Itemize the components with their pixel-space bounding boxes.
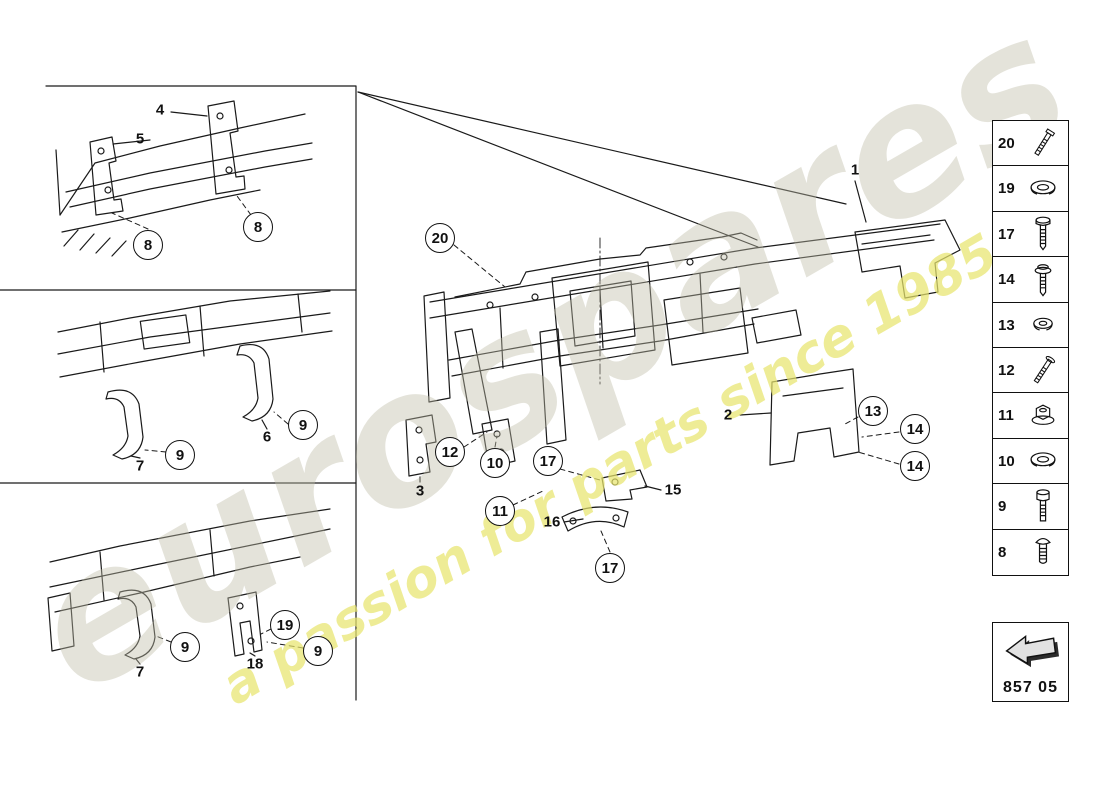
callout-3: 3 [415, 482, 425, 500]
callout-13: 13 [858, 396, 888, 426]
callout-8: 8 [243, 212, 273, 242]
fastener-number: 14 [998, 271, 1015, 289]
callout-9: 9 [288, 410, 318, 440]
part-code-box: 857 05 [992, 622, 1069, 702]
fastener-row-9: 9 [992, 483, 1069, 531]
callout-14: 14 [900, 414, 930, 444]
panel-dividers [0, 85, 357, 701]
callout-18: 18 [246, 655, 264, 673]
fastener-row-19: 19 [992, 165, 1069, 213]
callout-17: 17 [595, 553, 625, 583]
fastener-number: 13 [998, 316, 1015, 334]
fastener-number: 9 [998, 498, 1007, 516]
callout-8: 8 [133, 230, 163, 260]
fastener-row-14: 14 [992, 256, 1069, 304]
callout-15: 15 [664, 481, 682, 499]
callout-11: 11 [485, 496, 515, 526]
screw-pan-icon [1020, 214, 1065, 254]
fastener-number: 12 [998, 362, 1015, 380]
inset-middle [57, 290, 333, 460]
callout-4: 4 [155, 101, 165, 119]
nut-flange-icon [1020, 401, 1065, 431]
fastener-number: 17 [998, 225, 1015, 243]
back-arrow-icon [1003, 629, 1059, 676]
fastener-row-17: 17 [992, 210, 1069, 258]
callout-9: 9 [165, 440, 195, 470]
fastener-number: 8 [998, 543, 1007, 561]
fastener-legend: 20 19 17 14 13 12 11 10 9 8 [992, 120, 1069, 576]
screw-dome-icon [1020, 533, 1065, 571]
callout-7: 7 [135, 663, 145, 681]
callout-16: 16 [543, 513, 561, 531]
fastener-row-13: 13 [992, 301, 1069, 349]
callout-9: 9 [170, 632, 200, 662]
fastener-number: 19 [998, 180, 1015, 198]
screw-flange-icon [1020, 260, 1065, 300]
callout-7: 7 [135, 457, 145, 475]
fastener-number: 20 [998, 135, 1015, 152]
inset-top [55, 100, 313, 257]
callout-9: 9 [303, 636, 333, 666]
callout-12: 12 [435, 437, 465, 467]
callout-6: 6 [262, 428, 272, 446]
fastener-row-10: 10 [992, 437, 1069, 485]
fastener-row-12: 12 [992, 347, 1069, 395]
fastener-row-8: 8 [992, 528, 1069, 576]
callout-20: 20 [425, 223, 455, 253]
main-drawing [405, 180, 961, 553]
callout-1: 1 [850, 161, 860, 179]
callout-2: 2 [723, 406, 733, 424]
washer-small-icon [1020, 312, 1065, 338]
part-code: 857 05 [1003, 679, 1058, 696]
screw-socket-icon [1020, 487, 1065, 527]
fastener-number: 11 [998, 407, 1014, 425]
callout-10: 10 [480, 448, 510, 478]
inset-bottom [47, 508, 331, 665]
fastener-row-11: 11 [992, 392, 1069, 440]
bolt-hex-long-icon [1020, 351, 1065, 391]
fastener-row-20: 20 [992, 120, 1069, 167]
callout-17: 17 [533, 446, 563, 476]
callout-14: 14 [900, 451, 930, 481]
callout-19: 19 [270, 610, 300, 640]
washer-icon [1020, 174, 1065, 204]
washer-icon [1020, 446, 1065, 476]
callout-5: 5 [135, 130, 145, 148]
fastener-number: 10 [998, 452, 1015, 470]
bolt-long-icon [1020, 124, 1065, 164]
